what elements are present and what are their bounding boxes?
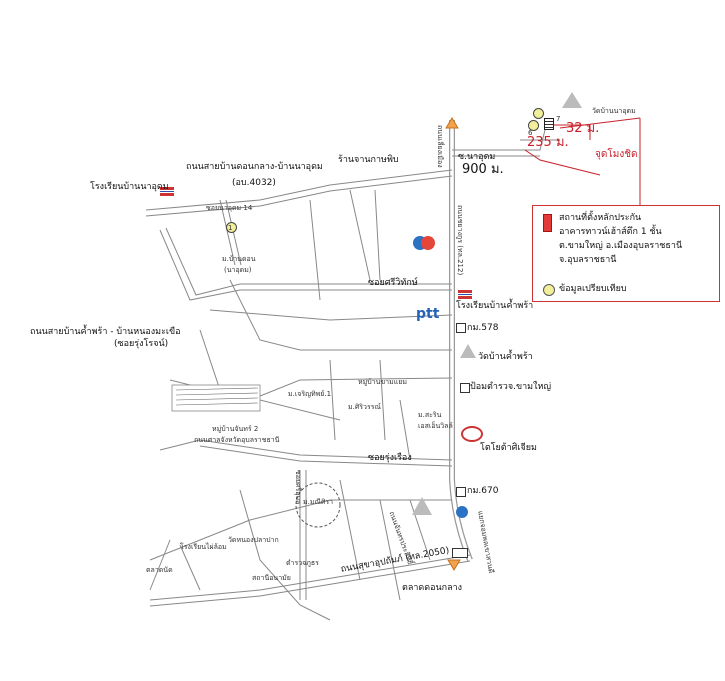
legend-line: สถานที่ตั้งหลักประกัน bbox=[559, 213, 642, 223]
point-label: จุดโมงชิด bbox=[595, 149, 638, 160]
main-road-label: ถนนชยางกูร (ทล.212) bbox=[456, 205, 464, 276]
soi-label: ซอยนาอุดม 14 bbox=[206, 204, 253, 212]
legend-line: ข้อมูลเปรียบเทียบ bbox=[559, 284, 627, 294]
temple-label: วัดหนองปลาปาก bbox=[228, 536, 279, 544]
main-road-label: ถนนเลี่ยงเมือง bbox=[436, 125, 444, 168]
road-label: ถนนสายบ้านดอนกลาง-บ้านนาอุดม bbox=[186, 162, 323, 172]
comparison-marker-icon bbox=[226, 222, 237, 233]
village-label: ม.มณีศิรา bbox=[303, 498, 334, 506]
toyota-label: โตโยต้าศิเจียม bbox=[480, 443, 537, 453]
legend-line: ต.ขามใหญ่ อ.เมืองอุบลราชธานี bbox=[559, 241, 683, 251]
village-label: ม.เจริญทิพย์.1 bbox=[288, 390, 332, 398]
small-label: สถานีอนามัย bbox=[252, 574, 291, 582]
market-icon bbox=[452, 548, 468, 558]
building-block bbox=[171, 384, 261, 412]
marker-number: 7 bbox=[556, 115, 561, 123]
km-marker-icon bbox=[456, 323, 466, 333]
marker-number: 6 bbox=[528, 129, 533, 137]
village-label: ม.สะริน bbox=[418, 411, 442, 419]
village-label: หมู่บ้านขามแยม bbox=[358, 378, 407, 386]
police-label: ป้อมตำรวจ.ขามใหญ่ bbox=[470, 382, 552, 392]
road-label: (ซอยรุ่งโรจน์) bbox=[114, 339, 169, 349]
km-label: กม.670 bbox=[467, 486, 499, 496]
market-label: ตลาดดอนกลาง bbox=[402, 583, 463, 593]
south-arrow-icon bbox=[447, 559, 461, 571]
temple-icon bbox=[460, 344, 476, 358]
flag-icon bbox=[458, 290, 472, 299]
small-label: ตลาดนัด bbox=[146, 566, 173, 574]
temple-label: วัดบ้านค้ำพร้า bbox=[478, 352, 533, 362]
distance-label: 32 ม. bbox=[566, 121, 600, 136]
village-label: (นาอุดม) bbox=[224, 266, 252, 274]
road-label: ซอยศรีอุบล bbox=[294, 470, 302, 505]
village-circle bbox=[295, 482, 341, 528]
road-label: ถนนศาลจังหวัดอุบลราชธานี bbox=[194, 436, 280, 444]
km-marker-icon bbox=[456, 487, 466, 497]
north-arrow-icon bbox=[445, 117, 459, 129]
km-label: กม.578 bbox=[467, 323, 499, 333]
shop-label: ร้านจานกาษพิบ bbox=[338, 155, 399, 165]
distance-label: 235 ม. bbox=[527, 135, 569, 150]
roads bbox=[145, 129, 560, 621]
village-label: หมู่บ้านจันทร์ 2 bbox=[212, 425, 259, 433]
soi-label: ซอยรุ่งเรือง bbox=[368, 453, 412, 463]
road-label: ถนนสายบ้านค้ำพร้า - บ้านหนองมะเขือ bbox=[30, 327, 181, 337]
comparison-marker-icon bbox=[528, 120, 539, 131]
flag-icon bbox=[160, 187, 174, 196]
soi-label: ซอยศรีวิทักษ์ bbox=[368, 278, 418, 288]
village-label: ม.ศิริวรรณ์ bbox=[348, 403, 381, 411]
ptt-logo: ptt bbox=[416, 306, 440, 322]
village-label: ม.บ้านดอน bbox=[222, 255, 256, 263]
gas-station-icon bbox=[460, 383, 470, 393]
service-icon bbox=[456, 506, 468, 518]
bank-icon bbox=[421, 236, 435, 250]
distance-lines bbox=[524, 117, 641, 205]
legend-line: จ.อุบลราชธานี bbox=[559, 255, 617, 265]
school-label: โรงเรียนบ้านนาอุดม bbox=[90, 182, 169, 192]
school-label: โรงเรียนไผ่ล้อม bbox=[180, 543, 227, 551]
temple-icon bbox=[412, 497, 432, 515]
map-legend: สถานที่ตั้งหลักประกัน อาคารทาวน์เฮ้าส์ตึ… bbox=[532, 205, 720, 302]
target-building-icon bbox=[544, 118, 554, 130]
temple-icon bbox=[562, 92, 582, 108]
road-label: ซ.นาอุดม bbox=[458, 152, 496, 162]
police-label: ตำรวจภูธร bbox=[286, 559, 319, 567]
road-code-label: (อบ.4032) bbox=[232, 178, 276, 188]
toyota-logo-icon bbox=[461, 426, 483, 442]
comparison-swatch bbox=[543, 284, 555, 296]
collateral-swatch bbox=[543, 214, 552, 232]
distance-label: 900 ม. bbox=[462, 162, 504, 177]
temple-label: วัดบ้านนาอุดม bbox=[592, 107, 636, 115]
school-label: โรงเรียนบ้านค้ำพร้า bbox=[456, 301, 534, 311]
comparison-marker-icon bbox=[533, 108, 544, 119]
marker-number: 1 bbox=[228, 224, 233, 232]
legend-line: อาคารทาวน์เฮ้าส์ตึก 1 ชั้น bbox=[559, 227, 662, 237]
village-label: เอสเอ็นวิลล์ bbox=[418, 422, 453, 430]
